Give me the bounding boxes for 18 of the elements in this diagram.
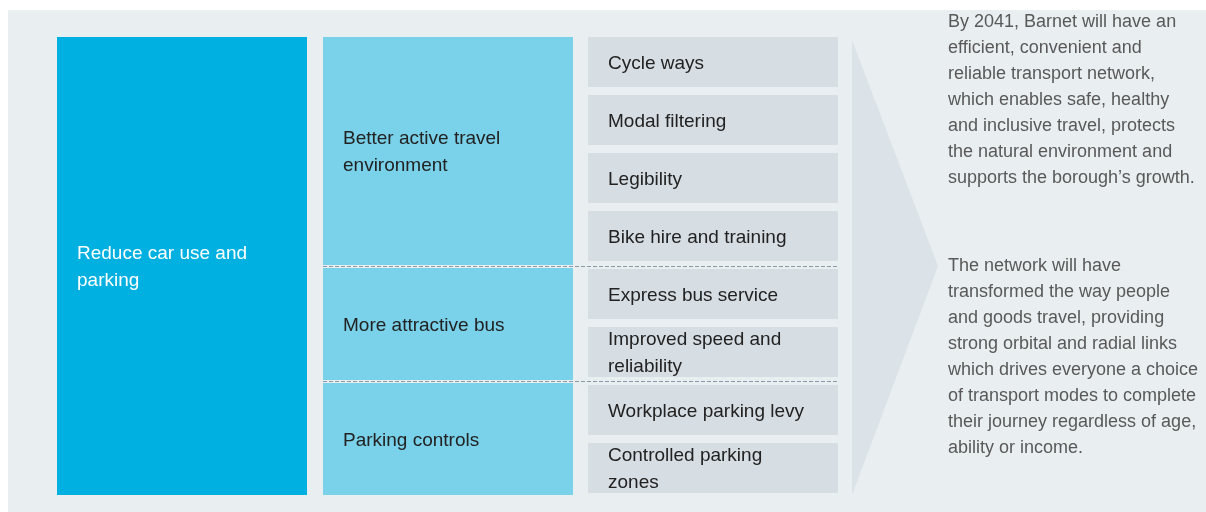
box-label: Legibility bbox=[608, 166, 682, 191]
vision-paragraph: The network will have transformed the way people and goods travel, providing strong orbital and radial links which drives everyone a choice of transport modes to complete their journey regardless of age, ability or income. bbox=[948, 254, 1200, 459]
box-label: Bike hire and training bbox=[608, 224, 787, 249]
box-label: Modal filtering bbox=[608, 108, 727, 133]
box-label: Express bus service bbox=[608, 282, 778, 307]
box-label: Parking controls bbox=[343, 427, 480, 452]
goal-box bbox=[57, 37, 307, 495]
box-label: More attractive bus bbox=[343, 312, 505, 337]
box-label: Reduce car use and parking bbox=[77, 241, 249, 292]
vision-paragraph: By 2041, Barnet will have an efficient, convenient and reliable transport network, which enables safe, healthy and inclusive travel, protects the natural environment and supports the borough’s growth. bbox=[948, 10, 1196, 189]
category-box bbox=[323, 37, 573, 265]
box-label: Cycle ways bbox=[608, 50, 705, 75]
box-label: Controlled parking zones bbox=[608, 443, 764, 494]
category-box bbox=[323, 383, 573, 495]
category-box bbox=[323, 268, 573, 380]
box-label: Improved speed and reliability bbox=[608, 327, 783, 378]
box-label: Workplace parking levy bbox=[608, 398, 805, 423]
box-label: Better active travel environment bbox=[343, 126, 502, 177]
